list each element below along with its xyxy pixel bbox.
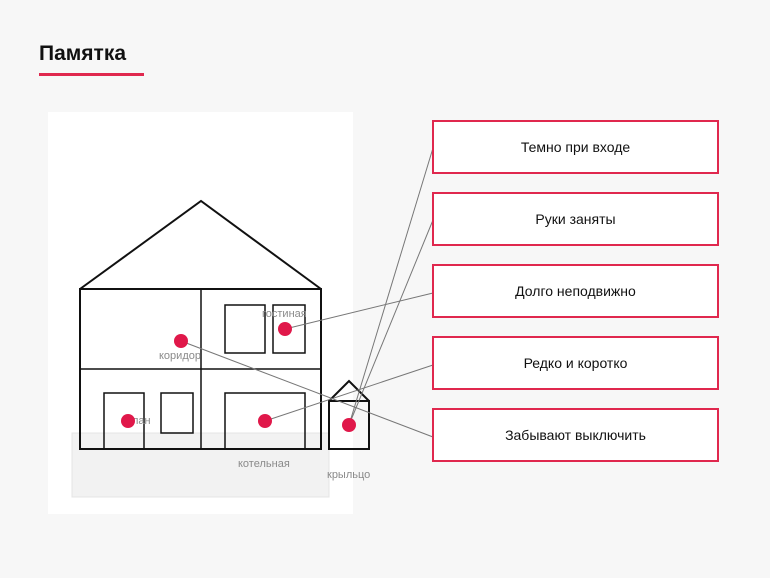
living-window-left (224, 304, 266, 354)
reason-box-rare-short: Редко и коротко (432, 336, 719, 390)
house-roof (79, 199, 322, 290)
room-label-kryltso: крыльцо (327, 469, 370, 481)
marker-kryltso (342, 418, 356, 432)
room-label-koridor: коридор (159, 350, 201, 362)
marker-kotelnaya (258, 414, 272, 428)
porch-roof (328, 379, 370, 402)
title-underline (39, 73, 144, 76)
boiler-door (224, 392, 306, 450)
reason-box-long-still: Долго неподвижно (432, 264, 719, 318)
connector-boiler-rare (264, 364, 434, 422)
room-label-gostinaya: гостиная (262, 308, 307, 320)
connector-living-still (284, 292, 434, 330)
reason-box-hands-busy: Руки заняты (432, 192, 719, 246)
marker-koridor (174, 334, 188, 348)
porch-body (328, 400, 370, 450)
living-window-right (272, 304, 306, 354)
marker-chulan (121, 414, 135, 428)
marker-gostinaya (278, 322, 292, 336)
connector-corridor-forget (180, 340, 434, 438)
room-label-kotelnaya: котельная (238, 458, 290, 470)
connector-porch-hands (348, 219, 434, 426)
reason-box-dark-entry: Темно при входе (432, 120, 719, 174)
connector-porch-dark (348, 147, 434, 426)
closet-door (103, 392, 145, 450)
reason-box-forget-off: Забывают выключить (432, 408, 719, 462)
page-title: Памятка (39, 42, 127, 65)
ground-window (160, 392, 194, 434)
